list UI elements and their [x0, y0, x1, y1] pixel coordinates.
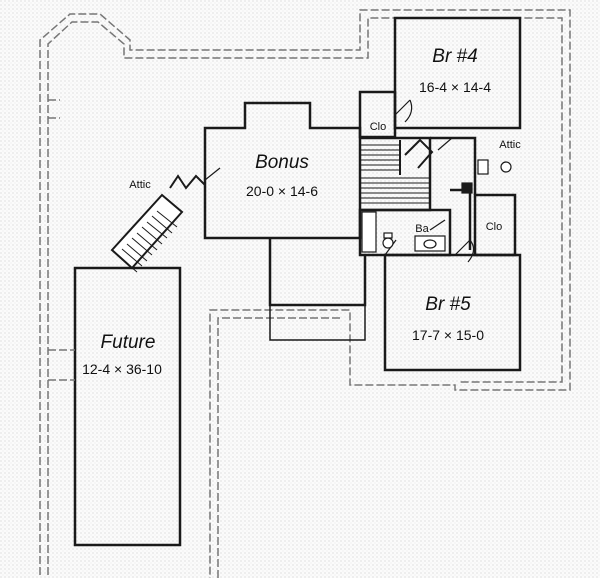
bath-label: Ba: [415, 223, 429, 235]
sink: [423, 239, 437, 249]
lower-closet-label: Clo: [486, 221, 503, 233]
bonus-lower-projection: [268, 238, 367, 307]
attic-left-label: Attic: [129, 179, 151, 191]
bonus-title: Bonus: [255, 152, 309, 173]
future-dims: 12-4 × 36-10: [82, 361, 162, 377]
br4-room: [393, 16, 522, 130]
attic-right-label: Attic: [499, 139, 521, 151]
attic-fixtures: [461, 159, 512, 194]
bonus-room: [203, 101, 362, 240]
hall-stair: [360, 138, 434, 204]
br5-room: [383, 253, 522, 372]
future-title: Future: [101, 332, 156, 353]
upper-closet-label: Clo: [370, 121, 387, 133]
br5-dims: 17-7 × 15-0: [412, 327, 484, 343]
bonus-dims: 20-0 × 14-6: [246, 183, 318, 199]
br4-title: Br #4: [432, 46, 477, 67]
roof-outline: [39, 9, 571, 578]
toilet: [382, 237, 394, 249]
future-notch: [48, 349, 75, 381]
walls: [73, 16, 522, 547]
bathtub: [361, 211, 377, 253]
door-swings: [204, 99, 475, 263]
br5-title: Br #5: [425, 294, 471, 315]
bath-fixtures: [361, 211, 446, 253]
future-room: [73, 266, 182, 547]
br4-dims: 16-4 × 14-4: [419, 79, 491, 95]
diagonal-stair: [110, 174, 206, 273]
